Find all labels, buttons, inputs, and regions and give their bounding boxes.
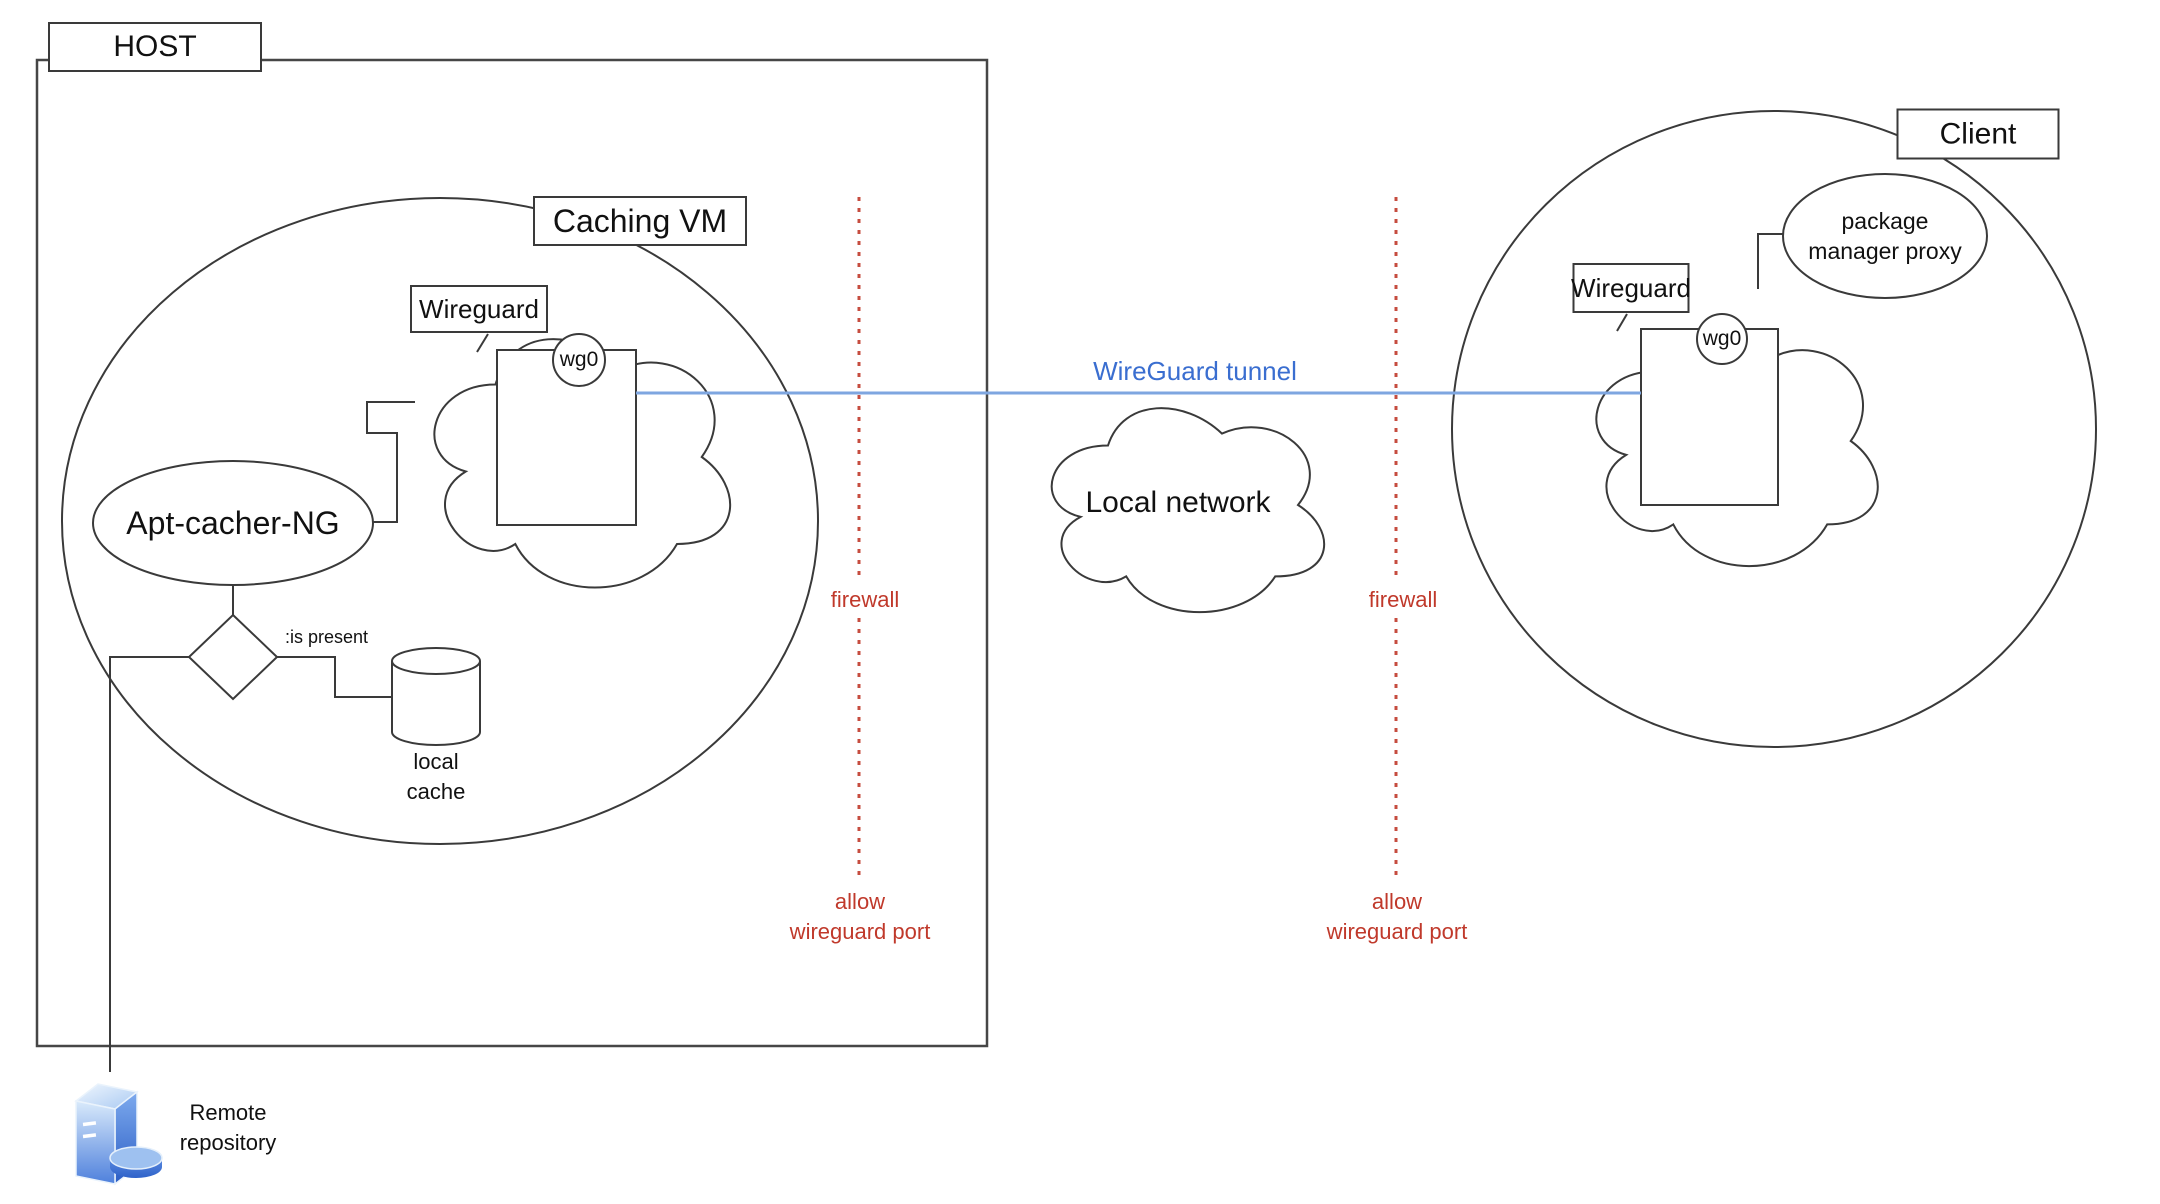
connector-diamond-cache	[277, 656, 392, 698]
wg0-interface-badge-right: wg0	[1696, 313, 1748, 365]
wg0-right-label: wg0	[1702, 327, 1742, 350]
wireguard-left-label: Wireguard	[419, 293, 539, 324]
wg0-interface-badge-left: wg0	[552, 333, 606, 387]
package-manager-proxy-label: package manager proxy	[1808, 208, 1962, 264]
connector-diamond-remote-repo	[109, 656, 189, 1072]
server-tower-vent-1	[82, 1121, 97, 1127]
wireguard-left-box: Wireguard	[410, 285, 548, 333]
firewall-left-label: firewall	[830, 587, 900, 612]
local-cache-cylinder-top	[391, 647, 481, 675]
package-manager-proxy-ellipse	[1782, 173, 1988, 299]
caching-vm-title: Caching VM	[552, 202, 728, 239]
local-cache-label: local cache	[406, 749, 466, 804]
condition-label: :is present	[285, 627, 369, 647]
host-title: HOST	[113, 30, 197, 63]
local-network-label: Local network	[1085, 486, 1271, 519]
pointer-wireguard-left	[476, 333, 489, 353]
remote-repository-icon	[74, 1083, 163, 1186]
wg0-left-label: wg0	[559, 348, 599, 371]
disk-top	[109, 1146, 163, 1170]
caching-vm-title-box: Caching VM	[533, 196, 747, 246]
host-boundary-box	[35, 58, 989, 1048]
connector-proxy-cloud	[1757, 233, 1783, 289]
firewall-left-rule: allow wireguard port	[789, 889, 931, 944]
decision-diamond	[187, 613, 279, 701]
apt-cacher-label: Apt-cacher-NG	[126, 505, 340, 541]
firewall-right-rule: allow wireguard port	[1326, 889, 1468, 944]
pointer-wireguard-right	[1616, 313, 1628, 332]
server-tower-vent-2	[82, 1133, 97, 1139]
host-title-box: HOST	[48, 22, 262, 72]
local-network-cloud	[1050, 407, 1326, 613]
client-title: Client	[1939, 117, 2017, 150]
local-cache-cylinder-body	[391, 661, 481, 746]
connector-aptcacher-cloud	[366, 401, 415, 523]
server-tower-front-face	[75, 1100, 116, 1185]
wireguard-right-label: Wireguard	[1571, 272, 1691, 303]
firewall-right-label: firewall	[1368, 587, 1438, 612]
remote-repository-label: Remote repository	[179, 1100, 277, 1155]
wireguard-right-box: Wireguard	[1571, 263, 1691, 313]
wireguard-tunnel-label: WireGuard tunnel	[1093, 356, 1297, 386]
client-title-box: Client	[1896, 108, 2060, 160]
